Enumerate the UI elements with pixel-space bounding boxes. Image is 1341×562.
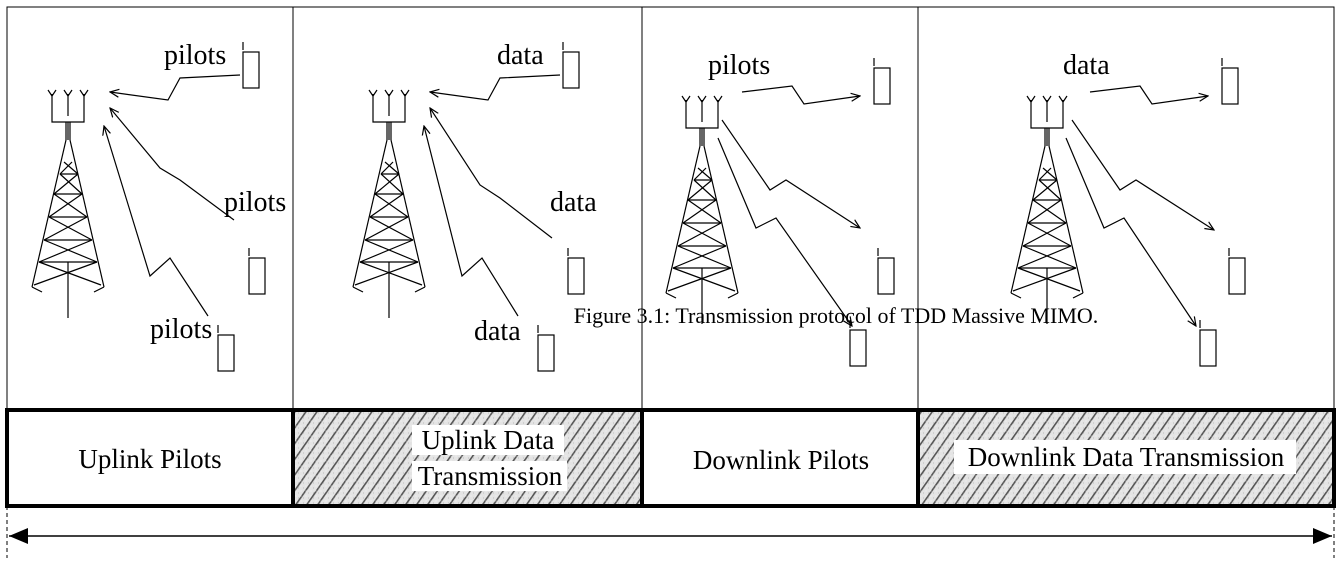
user-device-icon — [877, 247, 895, 295]
user-device-icon — [1221, 57, 1239, 105]
base-station-tower-icon — [1010, 95, 1084, 325]
label-backdrop — [954, 440, 1296, 474]
panel-uplink-data: data data data — [352, 40, 597, 372]
panel-uplink-pilots: pilots pilots pilots — [31, 40, 286, 372]
user-device-icon — [873, 57, 891, 105]
zigzag-arrow-icon — [110, 74, 241, 101]
user-device-icon — [562, 41, 580, 89]
user-device-icon — [567, 247, 585, 295]
phase-label-uplink-data-line2: Transmission — [418, 461, 563, 491]
user-device-icon — [217, 324, 235, 372]
base-station-tower-icon — [31, 89, 105, 319]
zigzag-arrow-icon — [430, 108, 553, 239]
base-station-tower-icon — [352, 89, 426, 319]
base-station-tower-icon — [665, 95, 739, 325]
zigzag-arrow-icon — [424, 126, 519, 317]
figure-caption: Figure 3.1: Transmission protocol of TDD… — [574, 303, 1099, 328]
zigzag-arrow-icon — [741, 85, 860, 105]
link-label: data — [497, 40, 544, 71]
label-backdrop — [412, 425, 564, 455]
phase-label-downlink-data: Downlink Data Transmission — [968, 442, 1285, 472]
link-label: pilots — [150, 314, 212, 345]
panel-downlink-data: data — [1010, 50, 1246, 367]
zigzag-arrow-icon — [1065, 137, 1196, 326]
zigzag-arrow-icon — [721, 119, 860, 228]
zigzag-arrow-icon — [1071, 119, 1214, 230]
zigzag-arrow-icon — [430, 74, 561, 101]
zigzag-arrow-icon — [1089, 85, 1208, 105]
phase-label-uplink-pilots: Uplink Pilots — [78, 444, 221, 474]
user-device-icon — [242, 41, 260, 89]
panel-downlink-pilots: pilots — [665, 50, 895, 367]
link-label: pilots — [164, 40, 226, 71]
phase-bar: Uplink Pilots Uplink Data Transmission D… — [5, 408, 1336, 508]
link-label: data — [474, 316, 521, 347]
label-backdrop — [412, 461, 567, 491]
link-label: data — [550, 187, 597, 218]
phase-bar-frame — [5, 408, 1336, 508]
link-label: pilots — [224, 187, 286, 218]
user-device-icon — [1228, 247, 1246, 295]
user-device-icon — [537, 324, 555, 372]
link-label: pilots — [708, 50, 770, 81]
zigzag-arrow-icon — [110, 108, 235, 221]
zigzag-arrow-icon — [104, 126, 209, 317]
user-device-icon — [248, 247, 266, 295]
phase-label-uplink-data-line1: Uplink Data — [422, 425, 555, 455]
link-label: data — [1063, 50, 1110, 81]
user-device-icon — [1199, 319, 1217, 367]
phase-label-downlink-pilots: Downlink Pilots — [693, 445, 869, 475]
zigzag-arrow-icon — [717, 137, 852, 326]
